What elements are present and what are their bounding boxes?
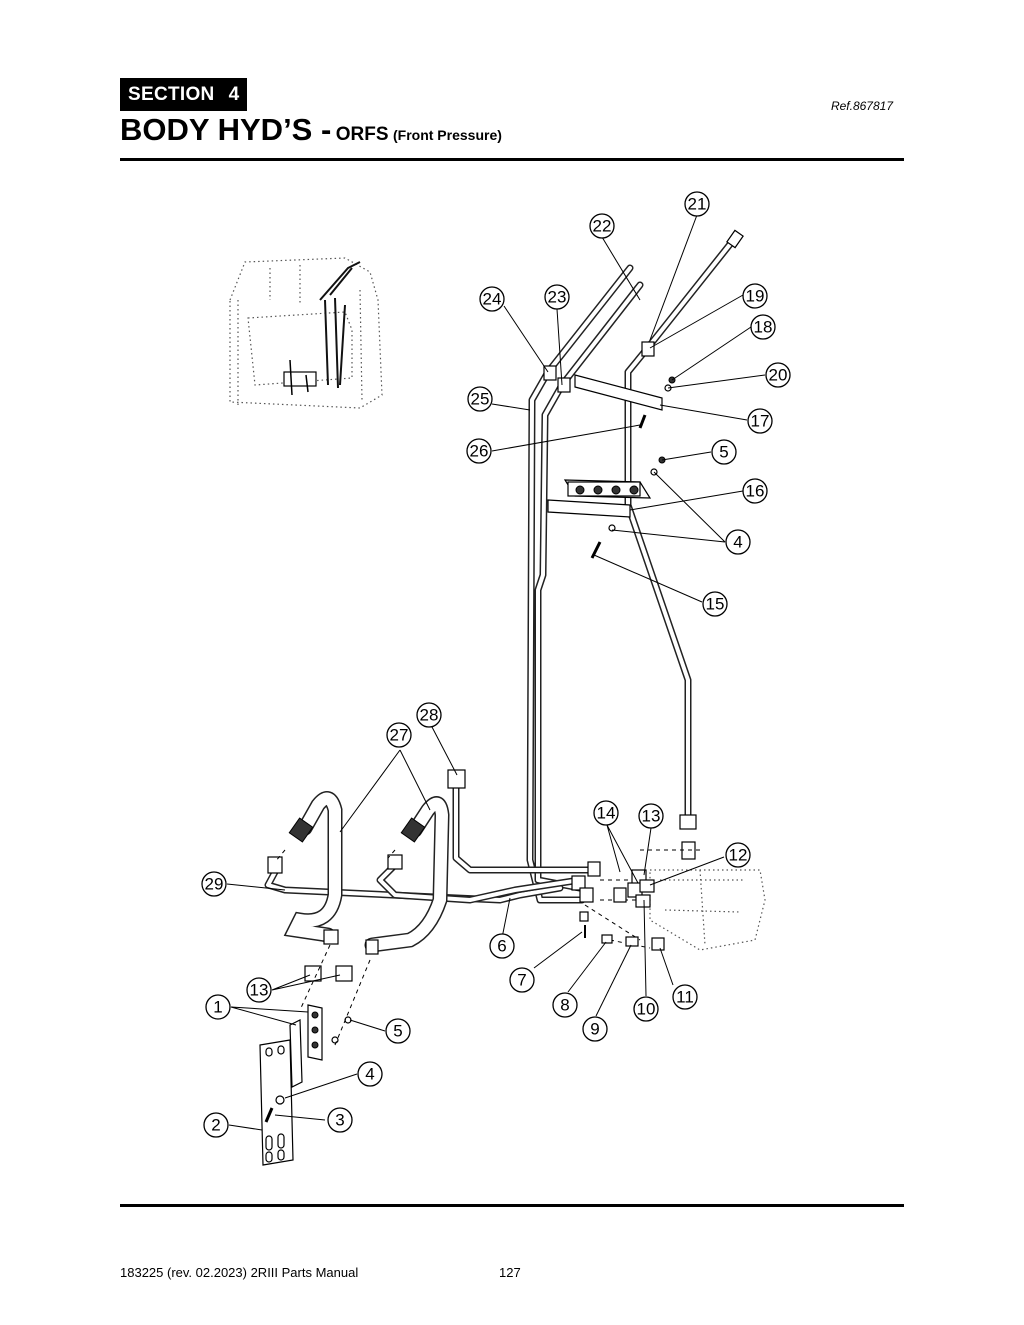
svg-text:5: 5: [719, 443, 728, 462]
svg-text:18: 18: [754, 318, 773, 337]
svg-text:17: 17: [751, 412, 770, 431]
svg-text:26: 26: [470, 442, 489, 461]
svg-text:13: 13: [642, 807, 661, 826]
footer-doc-info: 183225 (rev. 02.2023) 2RIII Parts Manual: [120, 1265, 359, 1280]
svg-text:3: 3: [335, 1111, 344, 1130]
page-number: 127: [499, 1265, 521, 1280]
svg-text:13: 13: [250, 981, 269, 1000]
manifold-fittings: [571, 849, 766, 951]
callout-2: 2: [203, 1112, 229, 1138]
svg-text:16: 16: [746, 482, 765, 501]
svg-text:8: 8: [560, 996, 569, 1015]
callout-24: 24: [479, 286, 505, 312]
callout-1: 1: [205, 994, 231, 1020]
callout-20: 20: [765, 362, 791, 388]
svg-text:22: 22: [593, 217, 612, 236]
hydraulic-lines: [264, 229, 744, 904]
svg-text:28: 28: [420, 706, 439, 725]
title-note: (Front Pressure): [392, 127, 502, 143]
section-badge: SECTION 4: [120, 78, 248, 111]
leader-lines: [226, 214, 766, 1131]
callout-8: 8: [552, 992, 578, 1018]
callout-11: 11: [672, 984, 698, 1010]
svg-text:29: 29: [205, 875, 224, 894]
svg-text:25: 25: [471, 390, 490, 409]
callout-17: 17: [747, 408, 773, 434]
callout-6: 6: [489, 933, 515, 959]
section-number: 4: [228, 83, 240, 105]
svg-text:6: 6: [497, 937, 506, 956]
svg-text:4: 4: [365, 1065, 374, 1084]
callout-16: 16: [742, 478, 768, 504]
reference-number: Ref.867817: [830, 99, 893, 113]
callout-10: 10: [633, 996, 659, 1022]
brackets-hardware: [543, 341, 676, 559]
callout-21: 21: [684, 191, 710, 217]
callout-4-upper: 4: [725, 529, 751, 555]
svg-text:15: 15: [706, 595, 725, 614]
callout-23: 23: [544, 284, 570, 310]
svg-text:11: 11: [676, 988, 694, 1007]
callout-3: 3: [327, 1107, 353, 1133]
callout-13-lower: 13: [246, 977, 272, 1003]
mounting-plate: [259, 849, 396, 1166]
callout-28: 28: [416, 702, 442, 728]
callout-25: 25: [467, 386, 493, 412]
svg-text:21: 21: [688, 195, 707, 214]
callout-5-lower: 5: [385, 1018, 411, 1044]
callout-27: 27: [386, 722, 412, 748]
svg-text:19: 19: [746, 287, 765, 306]
callout-5-upper: 5: [711, 439, 737, 465]
title-main: BODY HYD’S -: [120, 112, 332, 147]
svg-text:5: 5: [393, 1022, 402, 1041]
page-title: BODY HYD’S - ORFS (Front Pressure): [120, 112, 502, 148]
callout-7: 7: [509, 967, 535, 993]
svg-text:2: 2: [211, 1116, 220, 1135]
svg-text:9: 9: [590, 1020, 599, 1039]
svg-text:20: 20: [769, 366, 788, 385]
svg-text:7: 7: [517, 971, 526, 990]
header-rule: [120, 158, 904, 161]
svg-text:12: 12: [729, 846, 748, 865]
location-inset: [229, 257, 383, 409]
callout-22: 22: [589, 213, 615, 239]
section-label: SECTION: [128, 83, 215, 105]
callout-12: 12: [725, 842, 751, 868]
svg-text:14: 14: [597, 804, 616, 823]
callout-26: 26: [466, 438, 492, 464]
callout-15: 15: [702, 591, 728, 617]
callout-14: 14: [593, 800, 619, 826]
footer-rule: [120, 1204, 904, 1207]
callout-4-lower: 4: [357, 1061, 383, 1087]
title-sub: ORFS: [335, 124, 389, 145]
svg-text:23: 23: [548, 288, 567, 307]
callout-29: 29: [201, 871, 227, 897]
hoses: [283, 791, 450, 955]
callout-9: 9: [582, 1016, 608, 1042]
svg-text:24: 24: [483, 290, 502, 309]
svg-text:1: 1: [213, 998, 222, 1017]
svg-text:10: 10: [637, 1000, 656, 1019]
svg-text:27: 27: [390, 726, 409, 745]
svg-text:4: 4: [733, 533, 742, 552]
callout-18: 18: [750, 314, 776, 340]
callout-13-upper: 13: [638, 803, 664, 829]
callout-19: 19: [742, 283, 768, 309]
